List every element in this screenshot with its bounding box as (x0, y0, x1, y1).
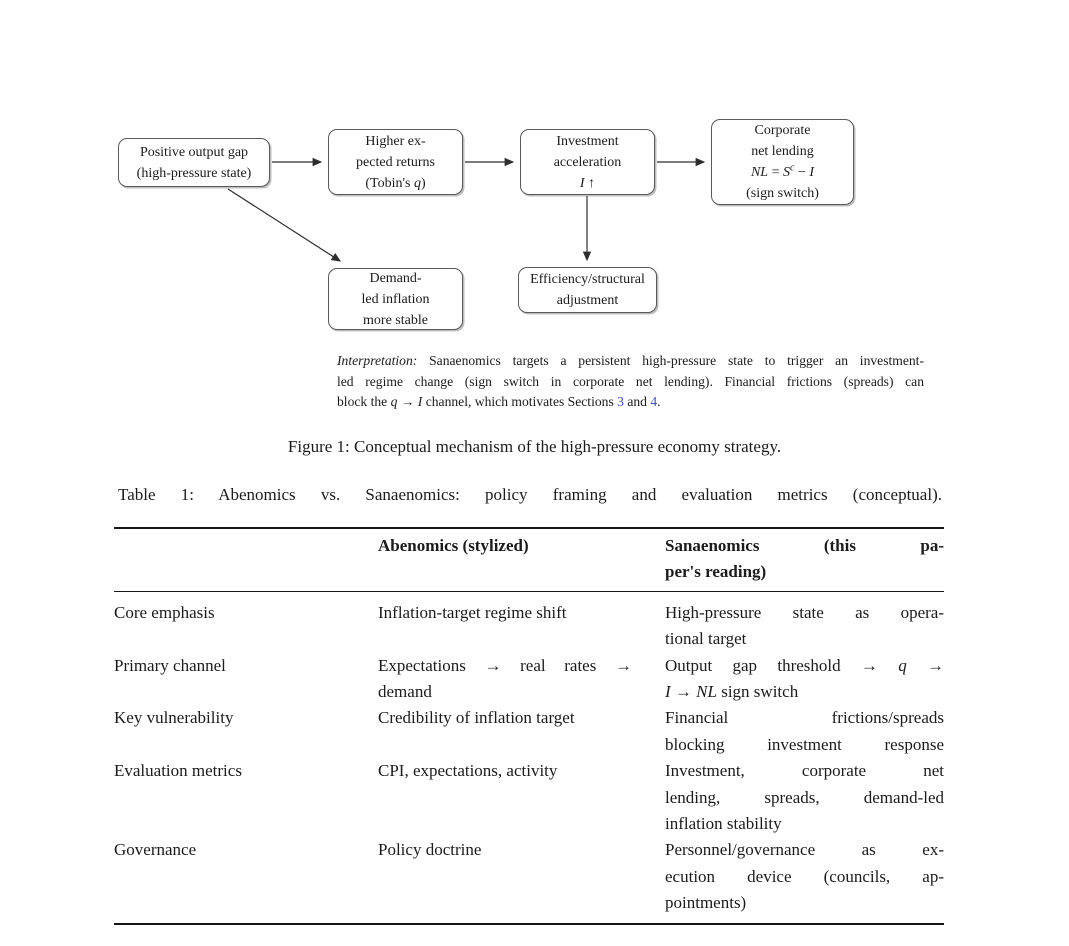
table-bottom-rule (114, 922, 944, 925)
sanaenomics-cell: Personnel/governance as ex- ecution devi… (665, 840, 944, 913)
row-label: Primary channel (114, 655, 226, 675)
row-label: Governance (114, 840, 197, 860)
table-body: Core emphasis Inflation-target regime sh… (114, 592, 944, 923)
box-line: Investment (556, 133, 619, 149)
box-positive-output-gap: Positive output gap (high-pressure state… (118, 138, 270, 187)
box-higher-expected-returns: Higher ex- pected returns (Tobin's q) (328, 129, 463, 195)
interpretation-line: block the q → I channel, which motivates… (337, 394, 661, 410)
abenomics-cell: CPI, expectations, activity (378, 761, 558, 781)
sanaenomics-cell: Investment, corporate net lending, sprea… (665, 761, 944, 834)
comparison-table: Abenomics (stylized) Sanaenomics (this p… (114, 527, 944, 925)
box-line: net lending (751, 144, 814, 159)
box-line-equation: NL = Sc − I (750, 162, 815, 180)
box-line: Higher ex- (365, 133, 426, 149)
interpretation-line: Interpretation: Sanaenomics targets a pe… (337, 353, 924, 368)
table-caption: Table 1: Abenomics vs. Sanaenomics: poli… (118, 485, 942, 504)
box-line: Positive output gap (139, 144, 249, 160)
sanaenomics-cell: Financial frictions/spreads blocking inv… (665, 708, 944, 754)
box-line: led inflation (361, 291, 430, 307)
box-line: more stable (363, 312, 428, 328)
box-line: (high-pressure state) (136, 165, 252, 181)
sanaenomics-cell: High-pressure state as opera- tional tar… (665, 602, 944, 649)
row-label: Key vulnerability (114, 708, 234, 728)
arrow-outputgap-inflation (227, 188, 342, 262)
table-row-core-emphasis: Core emphasis Inflation-target regime sh… (114, 600, 944, 653)
table-row-governance: Governance Policy doctrine Personnel/gov… (114, 837, 944, 916)
box-investment-acceleration: Investment acceleration I ↑ (520, 129, 655, 195)
section-4-link[interactable]: 4 (650, 394, 658, 410)
box-corporate-net-lending: Corporate net lending NL = Sc − I (sign … (711, 119, 854, 205)
box-line: adjustment (556, 293, 619, 308)
row-label: Evaluation metrics (114, 761, 242, 781)
sanaenomics-cell: Output gap threshold → q → I → NL sign s… (665, 655, 944, 702)
abenomics-cell: Credibility of inflation target (378, 708, 575, 728)
box-demand-led-inflation: Demand- led inflation more stable (328, 268, 463, 330)
abenomics-cell: Inflation-target regime shift (378, 602, 567, 622)
header-abenomics: Abenomics (stylized) (378, 536, 529, 555)
math-q: q (413, 175, 421, 191)
section-3-link[interactable]: 3 (617, 394, 624, 410)
box-line: (Tobin's q) (365, 175, 426, 191)
figure-caption: Figure 1: Conceptual mechanism of the hi… (287, 437, 782, 456)
box-line: pected returns (356, 154, 435, 170)
box-line: (sign switch) (746, 186, 819, 201)
header-sanaenomics: Sanaenomics (this pa- per's reading) (665, 536, 944, 582)
up-arrow-glyph: ↑ (584, 175, 596, 191)
table-row-key-vulnerability: Key vulnerability Credibility of inflati… (114, 705, 944, 758)
box-efficiency-structural: Efficiency/structural adjustment (518, 267, 657, 313)
table-header-row: Abenomics (stylized) Sanaenomics (this p… (114, 529, 944, 592)
box-line: Corporate (754, 123, 811, 138)
interpretation-label: Interpretation: (337, 353, 418, 368)
figure-interpretation-note: Interpretation: Sanaenomics targets a pe… (337, 351, 924, 413)
box-line: acceleration (553, 154, 622, 170)
table-row-primary-channel: Primary channel Expectations → real rate… (114, 653, 944, 706)
interpretation-line: led regime change (sign switch in corpor… (337, 373, 924, 389)
row-label: Core emphasis (114, 602, 215, 622)
abenomics-cell: Expectations → real rates → demand (378, 655, 632, 702)
box-line: Demand- (369, 270, 422, 286)
table-row-evaluation-metrics: Evaluation metrics CPI, expectations, ac… (114, 758, 944, 837)
abenomics-cell: Policy doctrine (378, 840, 482, 860)
box-line: I ↑ (521, 173, 654, 194)
math-I: I (579, 175, 585, 191)
box-line: Efficiency/structural (530, 272, 645, 287)
header-empty-cell (114, 533, 378, 586)
